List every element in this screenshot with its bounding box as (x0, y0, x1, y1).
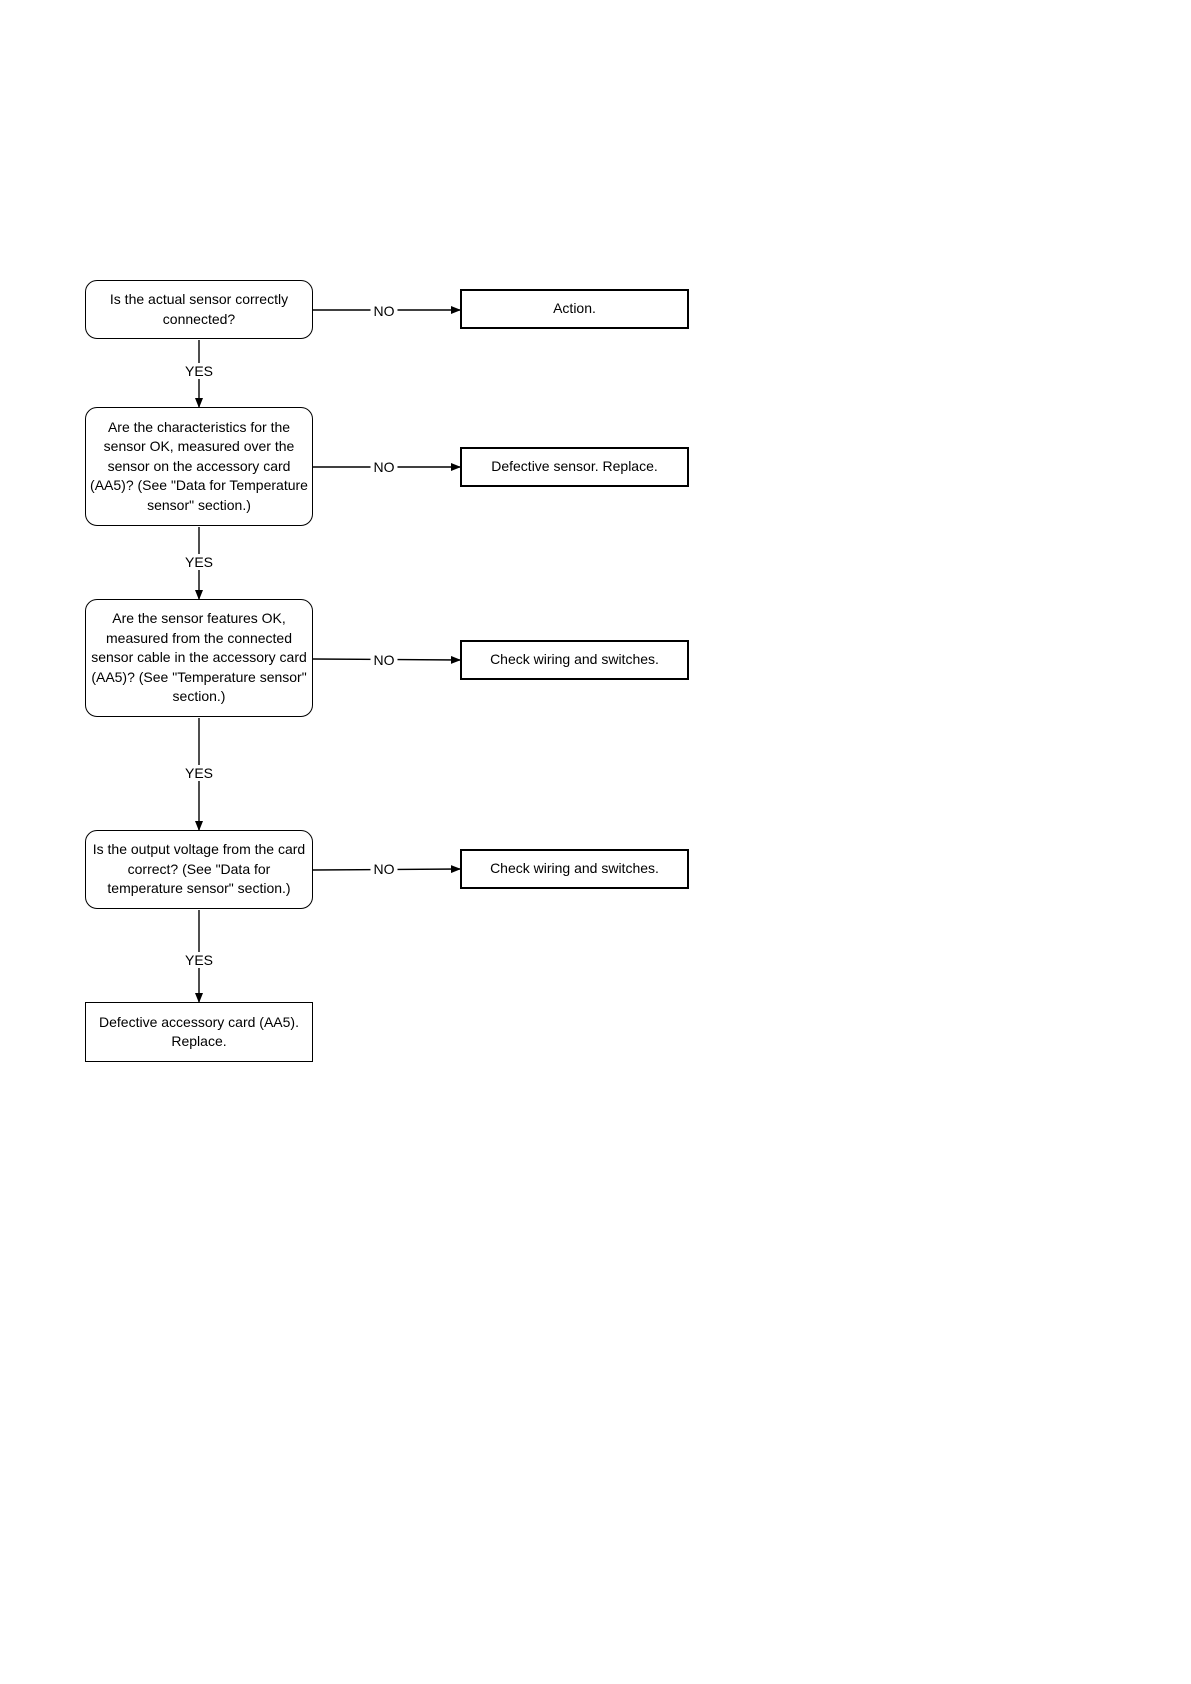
decision-2-text: Are the characteristics for the sensor O… (90, 418, 308, 513)
yes-label-2: YES (181, 554, 217, 570)
yes-label-3: YES (181, 765, 217, 781)
final-action: Defective accessory card (AA5). Replace. (85, 1002, 313, 1062)
decision-3-text: Are the sensor features OK, measured fro… (91, 610, 307, 705)
action-1-text: Action. (553, 300, 596, 317)
no-label-1: NO (370, 303, 398, 319)
no-label-2: NO (370, 459, 398, 475)
action-2-text: Defective sensor. Replace. (491, 458, 658, 475)
no-label-3: NO (370, 652, 398, 668)
final-action-text: Defective accessory card (AA5). Replace. (99, 1013, 299, 1050)
no-label-4: NO (370, 861, 398, 877)
action-2: Defective sensor. Replace. (460, 447, 689, 487)
action-3: Check wiring and switches. (460, 640, 689, 680)
decision-2: Are the characteristics for the sensor O… (85, 407, 313, 526)
decision-1-text: Is the actual sensor correctly connected… (109, 291, 289, 327)
action-4-text: Check wiring and switches. (490, 860, 659, 877)
decision-4-text: Is the output voltage from the card corr… (92, 841, 306, 897)
action-3-text: Check wiring and switches. (490, 651, 659, 668)
action-1: Action. (460, 289, 689, 329)
yes-label-4: YES (181, 952, 217, 968)
action-4: Check wiring and switches. (460, 849, 689, 889)
decision-1: Is the actual sensor correctly connected… (85, 280, 313, 339)
decision-4: Is the output voltage from the card corr… (85, 830, 313, 909)
yes-label-1: YES (181, 363, 217, 379)
decision-3: Are the sensor features OK, measured fro… (85, 599, 313, 717)
